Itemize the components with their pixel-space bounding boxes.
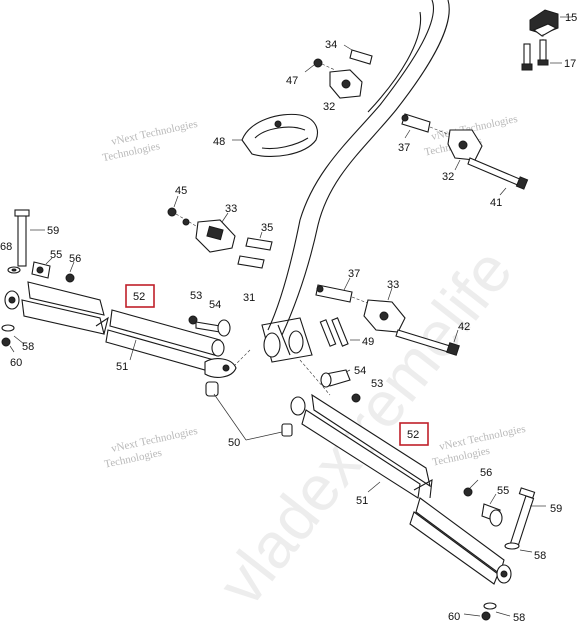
callout-58-right: 58 [534, 550, 546, 562]
part-42-bolt [395, 329, 460, 356]
part-35-bushing [237, 231, 273, 269]
part-32-clamp-upper [329, 69, 363, 99]
part-56-nut-right [463, 479, 479, 497]
callout-58-bottom: 58 [513, 612, 525, 623]
callout-55-right: 55 [497, 485, 509, 497]
part-15-bracket [529, 9, 572, 37]
callout-60-right: 60 [448, 611, 460, 623]
callout-54-lower: 54 [354, 365, 366, 377]
callout-48: 48 [213, 136, 225, 148]
steering-column [229, 0, 450, 396]
part-47-nut [304, 58, 336, 73]
callout-51-left: 51 [116, 361, 128, 373]
callout-49: 49 [362, 336, 374, 348]
callout-59-left: 59 [47, 225, 59, 237]
part-51-tierod-left [4, 281, 225, 373]
part-33-clamp-left [182, 212, 236, 253]
callout-60-left: 60 [10, 357, 22, 369]
part-60-nut-right [463, 602, 511, 621]
callout-33-left: 33 [225, 203, 237, 215]
callout-68: 68 [0, 241, 12, 253]
part-49-bolts [319, 317, 360, 347]
part-37-tierod-upper [401, 113, 451, 139]
watermark-small-3: vNext Technologies Technologies [103, 425, 198, 471]
watermark-small-4: vNext Technologies Technologies [431, 423, 526, 469]
part-58-washer-right [504, 542, 533, 553]
callout-17: 17 [564, 58, 576, 70]
callout-52-right: 52 [407, 429, 419, 441]
callout-50: 50 [228, 437, 240, 449]
part-56-nut-left [65, 261, 75, 283]
callout-35: 35 [261, 222, 273, 234]
part-55-ball-joint-left [31, 257, 53, 279]
callout-31: 31 [243, 292, 255, 304]
part-41-bolt [467, 157, 529, 196]
part-37-tierod-lower [315, 277, 371, 305]
callout-53-upper: 53 [190, 290, 202, 302]
callout-56-left: 56 [69, 253, 81, 265]
callout-33-lower: 33 [387, 279, 399, 291]
callout-32-upper: 32 [323, 101, 335, 113]
callout-45: 45 [175, 185, 187, 197]
callout-34: 34 [325, 39, 337, 51]
callout-53-lower: 53 [371, 378, 383, 390]
part-68-washer [7, 266, 21, 274]
callout-labels: 34 47 32 15 17 48 37 32 41 45 33 35 59 6… [0, 12, 577, 624]
callout-51-right: 51 [356, 495, 368, 507]
callout-15: 15 [565, 12, 577, 24]
part-51-tierod-right [290, 393, 512, 585]
part-53-54-upper [188, 315, 237, 397]
watermark-small-1: vNext Technologies Technologies [101, 118, 198, 164]
callout-58-left: 58 [22, 341, 34, 353]
part-59-bolt-left [14, 209, 45, 267]
part-59-bolt-right [509, 487, 546, 547]
callout-42: 42 [458, 321, 470, 333]
highlight-box-52-right [399, 422, 429, 446]
callout-59-right: 59 [550, 503, 562, 515]
part-45-nut [167, 195, 197, 227]
callout-32-right: 32 [442, 171, 454, 183]
callout-37-upper: 37 [398, 142, 410, 154]
part-50-bushings [213, 393, 293, 441]
part-34-bushing [343, 44, 373, 65]
callout-37-lower: 37 [348, 268, 360, 280]
part-53-54-lower [320, 369, 361, 403]
callout-41: 41 [490, 197, 502, 209]
callout-52-left: 52 [133, 291, 145, 303]
part-60-nut-left [1, 337, 15, 353]
part-55-ball-joint-right [481, 493, 503, 527]
callout-56-right: 56 [480, 467, 492, 479]
part-17-bolt [521, 34, 562, 71]
part-48-cover [232, 113, 318, 157]
callout-55-left: 55 [50, 249, 62, 261]
callout-47: 47 [286, 75, 298, 87]
highlight-box-52-left [125, 284, 155, 308]
part-33-clamp-lower [363, 287, 406, 333]
callout-54-upper: 54 [209, 299, 221, 311]
part-58-washer-left [1, 324, 25, 345]
